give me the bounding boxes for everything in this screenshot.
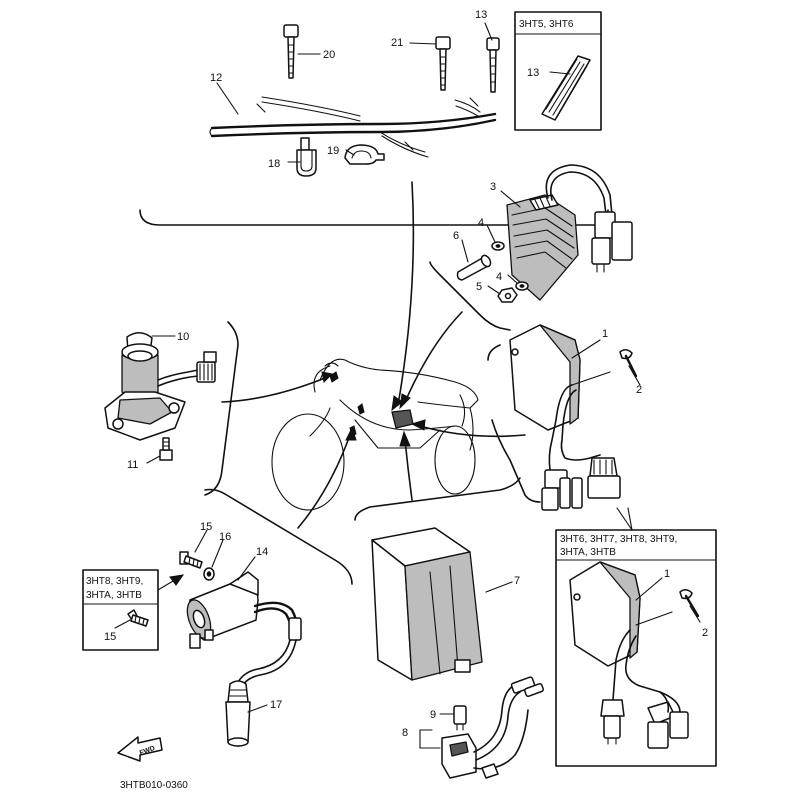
coil-group-bracket <box>204 488 353 585</box>
part-2-bolt-variant <box>679 589 701 623</box>
part-21-cable-tie <box>435 36 451 91</box>
leader-1-upper <box>571 339 601 359</box>
fwd-direction-arrow <box>117 736 163 762</box>
callout-5: 5 <box>476 281 482 293</box>
part-15-bolt <box>179 551 203 569</box>
part-18-clamp <box>296 137 317 177</box>
part-8-fuse-holder <box>419 676 545 779</box>
leader-11 <box>146 455 161 464</box>
callout-21: 21 <box>391 37 403 49</box>
variant-box-left-line2: 3HTA, 3HTB <box>86 590 142 601</box>
part-20-cable-tie <box>283 24 299 79</box>
part-13-band <box>486 37 500 93</box>
part-16-washer <box>203 567 215 581</box>
callout-4: 4 <box>478 217 484 229</box>
callout-10: 10 <box>177 331 189 343</box>
part-14-ignition-coil <box>186 571 302 649</box>
callout-14: 14 <box>256 546 268 558</box>
callout-9: 9 <box>430 709 436 721</box>
callout-16: 16 <box>219 531 231 543</box>
callout-13-box: 13 <box>527 67 539 79</box>
callout-1: 1 <box>602 328 608 340</box>
variant-box-3ht5 <box>514 11 602 131</box>
callout-18: 18 <box>268 158 280 170</box>
callout-7: 7 <box>514 575 520 587</box>
top-callout-leaders <box>216 22 493 163</box>
variant-box-3ht6-right <box>555 507 717 767</box>
callout-2-variant: 2 <box>702 627 708 639</box>
part-6-collar <box>456 254 492 281</box>
part-1-cdi-unit <box>509 324 621 511</box>
callout-6: 6 <box>453 230 459 242</box>
callout-17: 17 <box>270 699 282 711</box>
part-17-plug-cap <box>225 680 251 747</box>
motorcycle-silhouette <box>271 358 479 511</box>
callout-15: 15 <box>200 521 212 533</box>
rectifier-group-bracket <box>429 261 511 331</box>
variant-labels: 3HT5, 3HT6 3HT8, 3HT9, 3HTA, 3HTB 3HT6, … <box>86 19 677 601</box>
cdi-group-bracket <box>487 344 541 503</box>
part-1-cdi-unit-variant <box>569 561 689 749</box>
variant-box-3ht8-left <box>82 569 185 651</box>
part-4-washer <box>491 241 529 291</box>
part-11-bolt <box>159 437 173 461</box>
wire-harness <box>210 112 497 130</box>
drawing-code: 3HTB010-0360 <box>120 780 188 791</box>
callout-20: 20 <box>323 49 335 61</box>
part-10-main-switch <box>104 332 217 441</box>
relay-group-bracket <box>354 477 521 521</box>
rectifier-callout-leaders <box>461 190 521 295</box>
variant-box-3ht5-label: 3HT5, 3HT6 <box>519 19 574 30</box>
callout-19: 19 <box>327 145 339 157</box>
variant-box-right-line1: 3HT6, 3HT7, 3HT8, 3HT9, <box>560 534 677 545</box>
part-19-clamp <box>344 144 385 165</box>
variant-box-right-line2: 3HTA, 3HTB <box>560 547 616 558</box>
callout-8: 8 <box>402 727 408 739</box>
callout-15-box: 15 <box>104 631 116 643</box>
part-3-rectifier-regulator <box>506 164 633 301</box>
main-switch-group-bracket <box>204 321 239 496</box>
part-5-nut <box>497 287 518 303</box>
callout-labels: 20 21 13 12 18 19 13 3 4 6 4 5 1 2 10 11… <box>104 9 708 739</box>
cdi-location-marker <box>391 409 414 429</box>
callout-2: 2 <box>636 384 642 396</box>
coil-callout-leaders <box>194 529 268 713</box>
part-7-relay-unit <box>371 527 513 681</box>
callout-1-variant: 1 <box>664 568 670 580</box>
callout-3: 3 <box>490 181 496 193</box>
location-arrows <box>221 181 526 529</box>
variant-box-left-line1: 3HT8, 3HT9, <box>86 576 143 587</box>
part-9-fuse <box>439 705 467 731</box>
callout-4-lower: 4 <box>496 271 502 283</box>
variant-connector-a <box>600 699 625 717</box>
callout-13: 13 <box>475 9 487 21</box>
part-2-bolt-upper <box>619 349 641 386</box>
callout-12: 12 <box>210 72 222 84</box>
callout-11: 11 <box>127 459 138 471</box>
